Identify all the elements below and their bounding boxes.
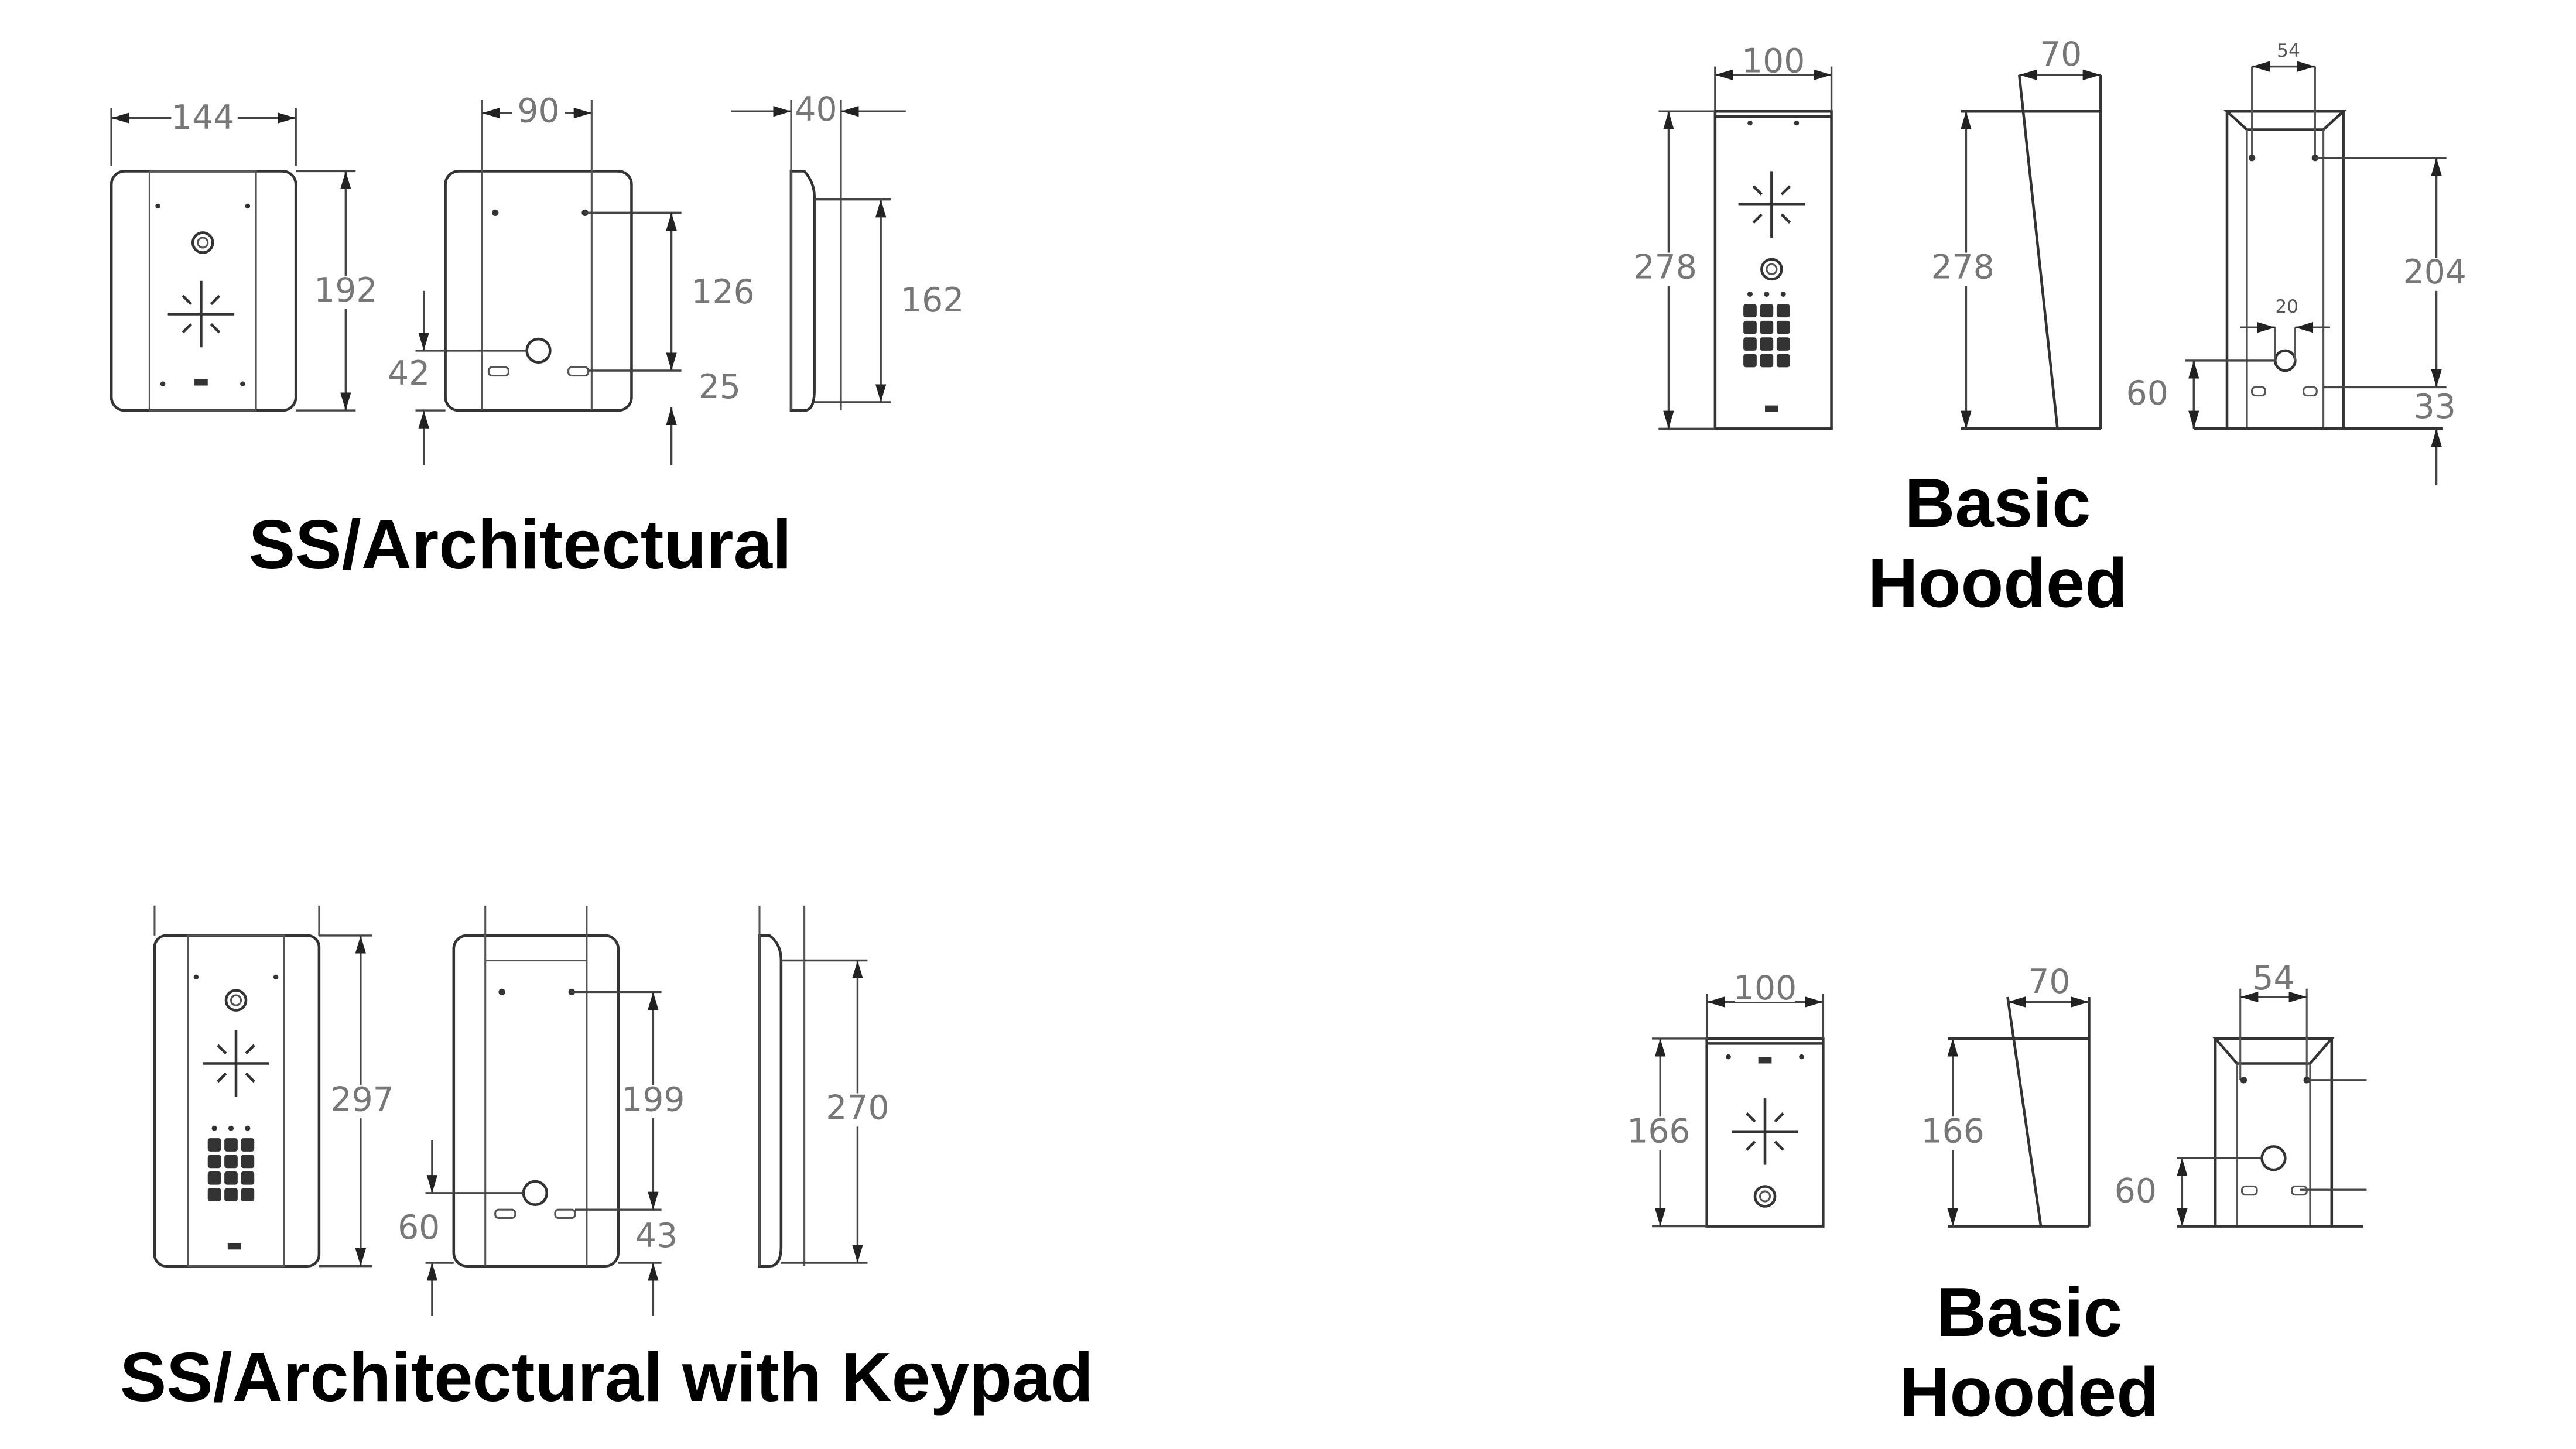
keypad-icon: [1743, 291, 1790, 368]
keypad-key: [241, 1138, 255, 1152]
front-view: 100 166: [1627, 969, 1825, 1228]
keypad-key: [1760, 320, 1774, 334]
keypad-key: [1743, 337, 1757, 351]
back-view: 54 60: [2115, 959, 2367, 1228]
dim-front-height: 297: [331, 1080, 394, 1119]
speaker-grille-icon: [1738, 171, 1805, 238]
panel-title: SS/Architectural: [249, 506, 792, 584]
dim-back-bottom-hole: 60: [2126, 374, 2168, 413]
dim-front-height: 278: [1634, 248, 1697, 286]
front-view: 297: [153, 905, 396, 1268]
dim-back-hole-span: 199: [621, 1080, 685, 1119]
panel-title: SS/Architectural with Keypad: [120, 1338, 1093, 1416]
dim-front-height: 192: [314, 271, 377, 310]
dim-front-width: 100: [1733, 969, 1797, 1008]
speaker-grille-icon: [167, 280, 235, 348]
dim-front-width: 144: [171, 98, 234, 137]
dim-back-hole-span: 204: [2403, 253, 2466, 292]
keypad-key: [207, 1171, 221, 1185]
dim-side-height: 270: [826, 1089, 889, 1128]
keypad-key: [1743, 304, 1757, 318]
dim-back-bottom-slot: 43: [635, 1217, 678, 1255]
dim-side-depth: 70: [2028, 962, 2070, 1001]
front-view: 100 278: [1631, 42, 1833, 430]
dim-back-inner-width: 54: [2277, 40, 2300, 61]
panel-title-line2: Hooded: [1899, 1353, 2159, 1431]
panel-title-line1: Basic: [1904, 464, 2091, 542]
keypad-key: [241, 1188, 255, 1202]
dim-side-depth: 40: [795, 90, 837, 129]
keypad-key: [1776, 320, 1790, 334]
dim-side-depth: 70: [2040, 35, 2082, 74]
dim-back-bottom-slot: 25: [699, 368, 741, 406]
dim-front-height: 166: [1627, 1112, 1690, 1150]
keypad-key: [1743, 320, 1757, 334]
dim-side-height: 162: [901, 281, 964, 320]
dim-back-bottom-slot: 33: [2414, 388, 2456, 426]
keypad-key: [207, 1155, 221, 1169]
side-view: 70 278: [1928, 35, 2102, 430]
panel-ss-architectural-keypad: 297 199 43 60 270: [120, 905, 1093, 1416]
keypad-key: [1776, 337, 1790, 351]
side-view: 270: [758, 905, 891, 1268]
keypad-key: [1776, 304, 1790, 318]
keypad-key: [1760, 337, 1774, 351]
dim-back-hole-width: 20: [2275, 296, 2298, 317]
keypad-key: [1743, 354, 1757, 368]
dim-front-width: 100: [1742, 42, 1805, 81]
keypad-key: [224, 1155, 238, 1169]
front-view: 144 192: [110, 98, 379, 412]
keypad-key: [241, 1155, 255, 1169]
dim-back-inner-width: 54: [2252, 959, 2294, 998]
dim-back-width: 90: [517, 92, 559, 131]
side-view: 40 162: [731, 90, 971, 412]
dim-back-bottom-hole: 42: [388, 354, 430, 393]
keypad-key: [1760, 354, 1774, 368]
panel-basic-hooded: 100 166 70 166 54: [1627, 959, 2367, 1431]
dim-back-bottom-hole: 60: [2115, 1171, 2157, 1210]
dim-side-height: 278: [1931, 248, 1995, 286]
keypad-key: [1776, 354, 1790, 368]
dim-side-height: 166: [1921, 1112, 1985, 1150]
back-view: 54 204 33 20 60: [2126, 40, 2474, 485]
keypad-key: [1760, 304, 1774, 318]
panel-basic-hooded-keypad: 100 278 70 278 54: [1631, 35, 2474, 622]
panel-title-line2: Hooded: [1868, 544, 2128, 622]
panel-ss-architectural: 144 192 90 126 25 42: [110, 90, 971, 584]
side-view: 70 166: [1921, 962, 2091, 1228]
keypad-key: [224, 1138, 238, 1152]
speaker-grille-icon: [1732, 1098, 1798, 1165]
back-view: 199 43 60: [398, 905, 688, 1316]
keypad-key: [224, 1188, 238, 1202]
speaker-grille-icon: [203, 1030, 269, 1097]
keypad-key: [224, 1171, 238, 1185]
back-view: 90 126 25 42: [388, 92, 758, 465]
dim-back-bottom-hole: 60: [398, 1208, 440, 1247]
panel-title-line1: Basic: [1936, 1273, 2122, 1351]
keypad-icon: [207, 1125, 255, 1202]
dim-back-hole-span: 126: [691, 273, 754, 311]
keypad-key: [207, 1138, 221, 1152]
keypad-key: [241, 1171, 255, 1185]
keypad-key: [207, 1188, 221, 1202]
